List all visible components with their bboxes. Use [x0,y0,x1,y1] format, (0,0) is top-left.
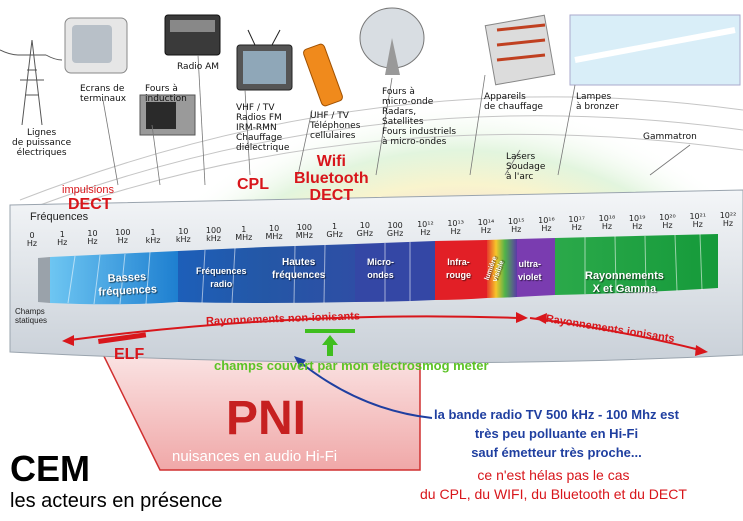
band-radio [178,247,265,303]
frequency-label: 100 MHz [295,223,313,241]
frequency-label: 10²² Hz [719,211,737,228]
tv-icon [236,29,293,91]
mobile-phone-icon [303,43,343,107]
frequency-label: 100 kHz [205,225,222,243]
static-fields-label: Champs statiques [15,307,48,325]
microwave-label: Fours à micro-onde Radars, Satellites Fo… [382,87,457,147]
induction-ovens-label: Fours à induction [145,84,187,104]
band-visible [487,239,517,298]
band-uv-label: ultra- violet [518,259,542,282]
band-xgamma-label: Rayonnements X et Gamma [585,270,664,295]
frequency-label: 10¹⁸ Hz [598,214,616,232]
microwave-oven-icon [139,94,196,136]
elf-bar [98,332,147,344]
radio-am-label: Radio AM [177,62,220,72]
impulsions-label: impulsions [62,184,114,196]
cpl-label: CPL [237,176,269,193]
cem-subtitle: les acteurs en présence [10,490,223,512]
frequency-label: 10¹⁷ Hz [568,215,585,233]
frequency-label: 0 Hz [26,231,38,248]
dect-label: DECT [68,196,112,213]
wifi-bluetooth-dect-label: Wifi Bluetooth DECT [294,153,369,204]
radio-icon [164,14,221,56]
radio-band-note: la bande radio TV 500 kHz - 100 Mhz est … [434,407,679,460]
band-radio-label: Fréquences radio [196,266,247,289]
radio-note-arrow [299,361,433,419]
heaters-label: Appareils de chauffage [484,92,543,112]
frequency-label: 100 GHz [386,220,404,238]
band-micro [355,241,435,302]
elf-label: ELF [114,346,145,363]
frequency-label: 100 Hz [115,228,131,246]
frequency-label: 1 kHz [145,227,161,245]
spectrum-title: Fréquences [30,211,89,223]
power-tower-icon [0,39,63,126]
tanning-bed-icon [569,14,741,86]
frequency-label: 10²¹ Hz [689,211,707,229]
not-case-note: ce n'est hélas pas le cas du CPL, du WIF… [420,467,687,502]
gammatron-label: Gammatron [643,132,697,142]
band-high [265,244,355,303]
frequency-label: 10¹⁵ Hz [507,217,525,235]
band-ir [435,240,487,300]
band-strip [50,234,718,305]
band-low-label: Basses fréquences [98,271,158,299]
terminal-screens-label: Ecrans de terminaux [80,84,127,104]
static-block [38,257,50,303]
electrosmog-bar [305,329,355,333]
frequency-label: 10¹⁴ Hz [477,217,495,235]
band-high-label: Hautes fréquences [272,257,326,281]
monitor-icon [64,17,128,74]
frequency-label: 1 Hz [57,230,68,248]
frequency-label: 10¹² Hz [417,219,434,237]
tanning-lamps-label: Lampes à bronzer [576,92,619,112]
band-ticks [67,233,703,305]
frequency-label: 10 GHz [356,221,374,239]
vhf-tv-label: VHF / TV Radios FM IRM-RMN Chauffage dié… [236,103,290,153]
frequency-label: 1 MHz [235,224,253,242]
pni-subtitle: nuisances en audio Hi-Fi [172,448,338,465]
band-low-freq [50,251,178,305]
pni-title: PNI [226,392,307,445]
band-ir-label: Infra- rouge [446,257,472,280]
frequency-label: 10 Hz [87,229,98,247]
frequency-label: 10 MHz [265,224,283,242]
frequency-label: 10 kHz [175,226,191,244]
uhf-tv-label: UHF / TV Téléphones cellulaires [310,111,361,141]
band-micro-label: Micro- ondes [367,257,394,280]
band-xgamma [555,234,718,295]
radiation-arrows [69,315,701,351]
frequency-label: 1 GHz [326,222,343,240]
frequency-label: 10¹⁶ Hz [538,216,555,234]
frequency-label: 10¹⁹ Hz [628,213,646,231]
heater-icon [484,14,556,86]
electrosmog-arrow [322,335,338,356]
satellite-dish-icon [359,7,425,75]
arrow-heads [62,312,708,356]
power-lines-label: Lignes de puissance électriques [12,128,72,158]
cem-title: CEM [10,448,90,489]
electrosmog-label: champs couvert par mon electrosmog meter [214,358,489,373]
lasers-label: Lasers Soudage à l'arc [506,152,546,182]
frequency-label: 10²⁰ Hz [659,212,676,230]
wave-arcs [19,96,743,211]
radio-note-arrowhead [294,356,306,368]
frequency-label: 10¹³ Hz [447,218,464,236]
band-uv [517,238,555,297]
pointer-lines [102,54,691,186]
